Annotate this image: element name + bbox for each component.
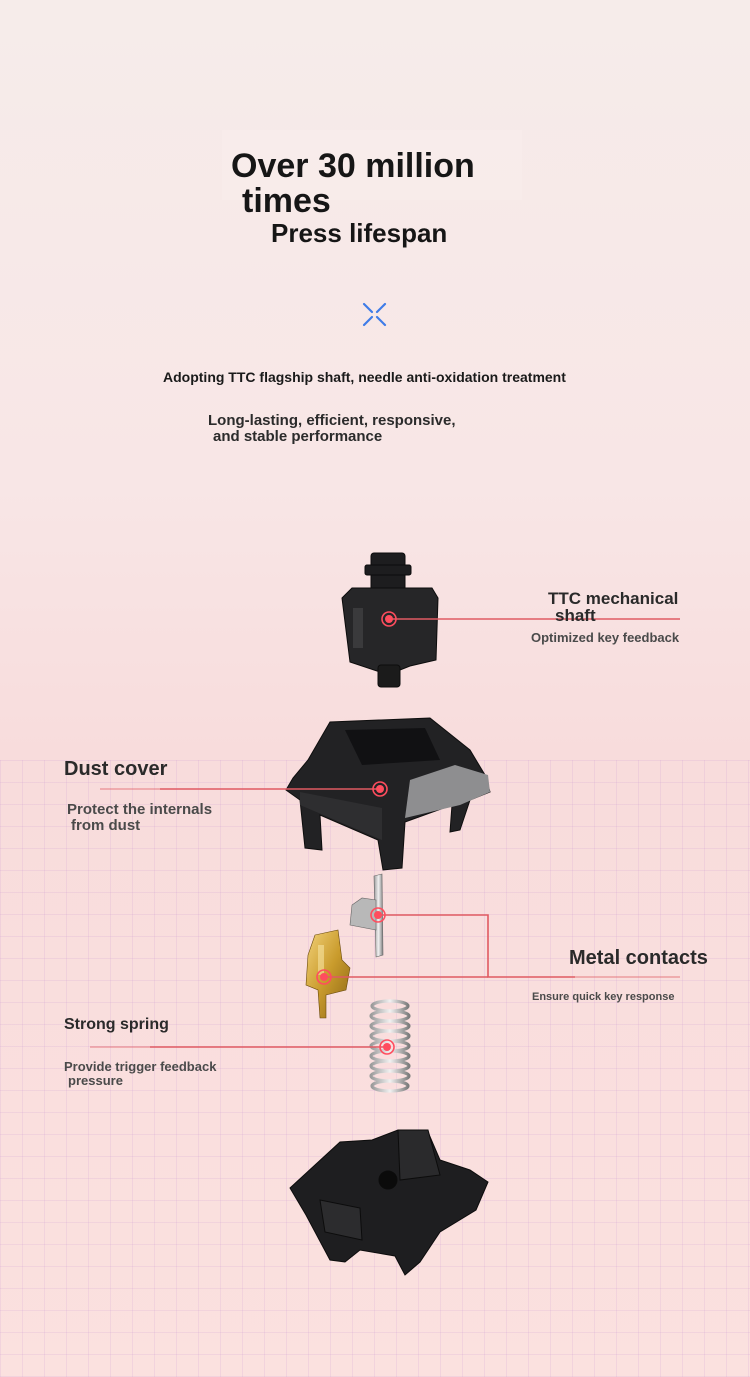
- spring-desc-b: pressure: [68, 1073, 123, 1088]
- metal-desc: Ensure quick key response: [532, 991, 675, 1003]
- metal-contact-gold: [305, 929, 351, 1019]
- dust-title: Dust cover: [64, 758, 168, 780]
- shaft-title-a: TTC mechanical: [548, 589, 679, 608]
- intro-line2a: Long-lasting, efficient, responsive,: [208, 412, 456, 429]
- bottom-housing-part: [289, 1129, 489, 1276]
- spring-desc-a: Provide trigger feedback: [64, 1059, 217, 1074]
- shaft-title-b: shaft: [555, 606, 596, 625]
- headline-line1: Over 30 million: [231, 147, 475, 185]
- shaft-desc: Optimized key feedback: [531, 630, 680, 645]
- marker-dots: [316, 611, 397, 1055]
- intro-line2b: and stable performance: [213, 428, 383, 445]
- spring-title: Strong spring: [64, 1016, 169, 1033]
- headline-line3: Press lifespan: [271, 218, 448, 248]
- intro-line1: Adopting TTC flagship shaft, needle anti…: [163, 369, 566, 385]
- headline-line2: times: [242, 182, 331, 220]
- metal-contact-upper: [349, 873, 384, 958]
- headline-backdrop: [222, 130, 522, 200]
- dust-desc-a: Protect the internals: [67, 801, 213, 818]
- top-housing-part: [285, 717, 491, 871]
- dust-desc-b: from dust: [71, 817, 141, 834]
- metal-title: Metal contacts: [569, 947, 708, 969]
- stem-part: [341, 552, 439, 688]
